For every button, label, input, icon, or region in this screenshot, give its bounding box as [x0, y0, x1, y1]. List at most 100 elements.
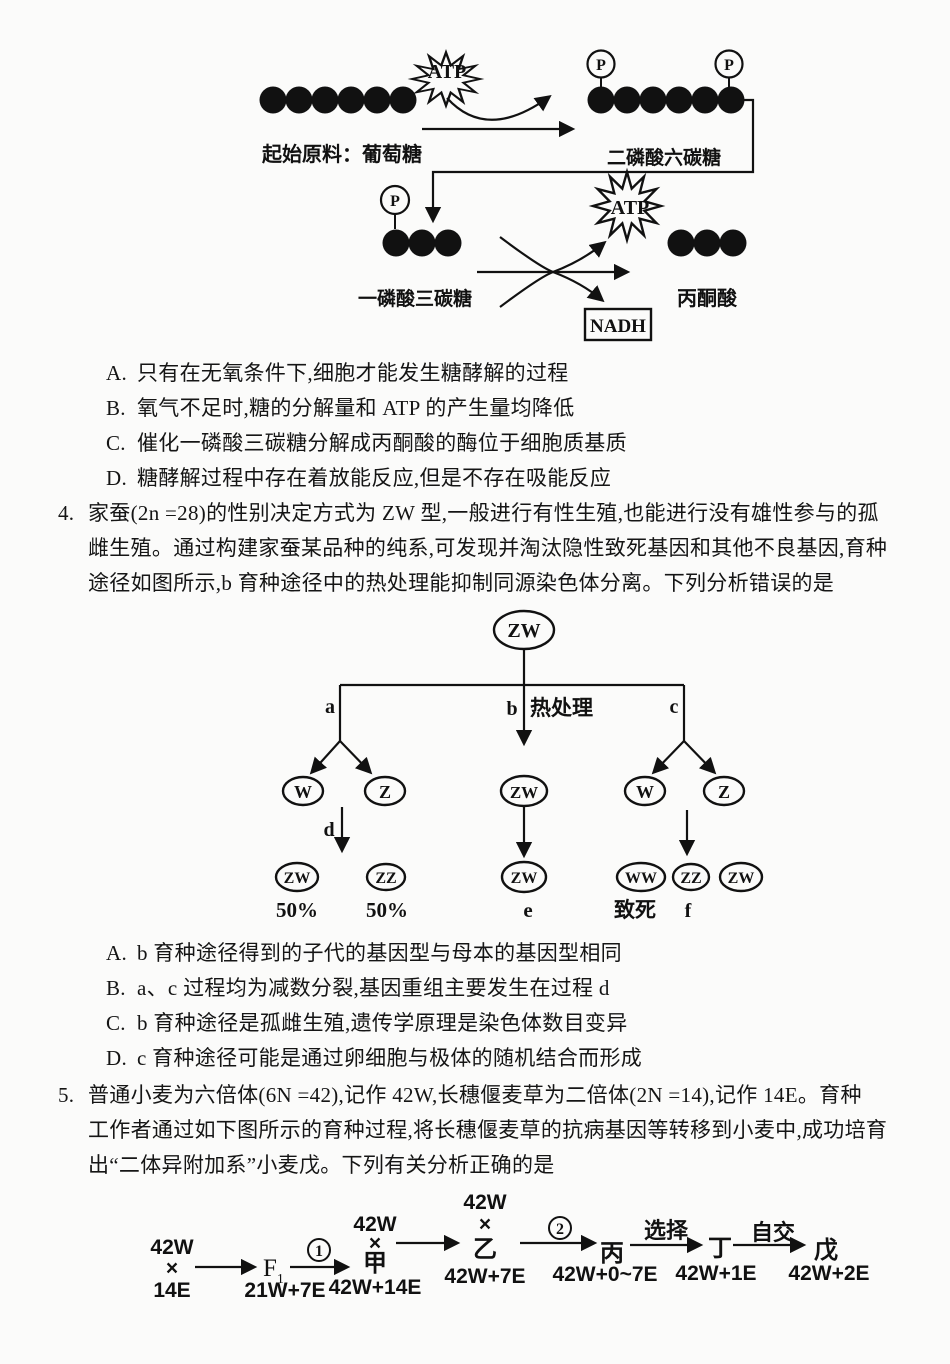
step1-badge: 1 [307, 1238, 331, 1262]
svg-text:甲: 甲 [363, 1251, 387, 1277]
option-b: B.a、c 过程均为减数分裂,基因重组主要发生在过程 d [106, 971, 642, 1006]
path-c-label: c [670, 696, 679, 718]
path-a-label: a [325, 696, 335, 718]
option-b: B.氧气不足时,糖的分解量和 ATP 的产生量均降低 [106, 391, 627, 426]
question-number: 4. [58, 501, 75, 525]
arrow-icon [683, 740, 717, 775]
pyruvate-chain [667, 229, 747, 257]
svg-text:42W: 42W [150, 1236, 193, 1259]
step2-badge: 2 [548, 1216, 572, 1240]
q4-stem: 4.家蚕(2n =28)的性别决定方式为 ZW 型,一般进行有性生殖,也能进行没… [58, 496, 887, 601]
question-number: 5. [58, 1083, 75, 1107]
atp-burst-icon: ATP [407, 49, 485, 109]
option-text: 糖酵解过程中存在着放能反应,但是不存在吸能反应 [137, 466, 612, 490]
parent-cross-stack: 42W × 14E [150, 1236, 193, 1302]
ding-node: 丁 42W+1E [675, 1236, 756, 1285]
nadh-box: NADH [583, 307, 653, 342]
svg-text:乙: 乙 [473, 1237, 497, 1263]
offspring-node: WW [615, 861, 667, 893]
option-label: A. [106, 941, 128, 965]
svg-text:14E: 14E [153, 1279, 190, 1302]
phosphate-label: P [596, 57, 606, 74]
offspring-node: ZW [500, 860, 548, 894]
cross-symbol: × [369, 1232, 381, 1255]
option-c: C. b 育种途径是孤雌生殖,遗传学原理是染色体数目变异 [106, 1006, 642, 1041]
svg-text:ZZ: ZZ [680, 870, 701, 887]
phosphate-label: P [724, 57, 734, 74]
option-label: B. [106, 976, 126, 1000]
f1-node: F1 21W+7E [244, 1255, 325, 1302]
bing-node: 丙 42W+0~7E [552, 1241, 657, 1286]
svg-text:Z: Z [379, 782, 391, 802]
curve-to-nadh-icon [499, 236, 605, 303]
glycolysis-diagram: ATP 起始原料：葡萄糖 P P 二磷酸六碳糖 P 一磷酸三碳糖 [259, 49, 755, 342]
option-label: D. [106, 466, 128, 490]
svg-text:ZW: ZW [284, 870, 311, 887]
stem-line: 雌生殖。通过构建家蚕某品种的纯系,可发现并淘汰隐性致死基因和其他不良基因,育种 [88, 536, 888, 560]
e-label: e [523, 898, 532, 922]
svg-text:Z: Z [718, 782, 730, 802]
glucose-label: 起始原料：葡萄糖 [261, 142, 422, 166]
heat-treatment-label: 热处理 [530, 696, 593, 720]
option-label: A. [106, 361, 128, 385]
parent-node: ZW [492, 609, 556, 651]
option-a: A.只有在无氧条件下,细胞才能发生糖酵解的过程 [106, 356, 627, 391]
hexose-bisphosphate-chain: P P [586, 49, 745, 114]
option-text: c 育种途径可能是通过卵细胞与极体的随机结合而形成 [137, 1046, 643, 1070]
q3-options: A.只有在无氧条件下,细胞才能发生糖酵解的过程 B.氧气不足时,糖的分解量和 A… [106, 356, 627, 496]
option-c: C.催化一磷酸三碳糖分解成丙酮酸的酶位于细胞质基质 [106, 426, 627, 461]
selfing-label: 自交 [751, 1220, 795, 1245]
option-d: D. 糖酵解过程中存在着放能反应,但是不存在吸能反应 [106, 461, 627, 496]
f-label: f [685, 900, 692, 922]
yi-stack: 42W × 乙 42W+7E [444, 1191, 525, 1288]
svg-text:W: W [636, 782, 654, 802]
arrow-icon [309, 740, 341, 775]
gamete-node: Z [702, 775, 746, 807]
option-text: b 育种途径是孤雌生殖,遗传学原理是染色体数目变异 [137, 1011, 628, 1035]
option-d: D.c 育种途径可能是通过卵细胞与极体的随机结合而形成 [106, 1041, 642, 1076]
svg-text:2: 2 [556, 1221, 564, 1238]
arrow-icon [651, 740, 685, 775]
b-offspring-node: ZW [499, 774, 549, 808]
percent-label: 50% [276, 898, 318, 922]
svg-text:42W+1E: 42W+1E [675, 1262, 756, 1285]
offspring-node: ZW [718, 861, 764, 893]
option-label: C. [106, 1011, 126, 1035]
svg-text:ZW: ZW [510, 783, 538, 802]
atp-label: ATP [428, 61, 467, 83]
triose-label: 一磷酸三碳糖 [358, 287, 472, 310]
phosphate-label: P [390, 193, 400, 210]
option-text: b 育种途径得到的子代的基因型与母本的基因型相同 [137, 941, 622, 965]
svg-text:21W+7E: 21W+7E [244, 1279, 325, 1302]
pyruvate-label: 丙酮酸 [677, 286, 738, 310]
select-label: 选择 [644, 1218, 689, 1243]
svg-text:W: W [294, 782, 312, 802]
curve-to-atp-icon [499, 240, 607, 308]
path-b-label: b [506, 698, 517, 720]
q5-stem: 5.普通小麦为六倍体(6N =42),记作 42W,长穗偃麦草为二倍体(2N =… [58, 1078, 887, 1183]
svg-text:ZW: ZW [511, 870, 538, 887]
coupled-reaction-curve-icon [446, 95, 552, 121]
stem-line: 出“二体异附加系”小麦戊。下列有关分析正确的是 [88, 1153, 555, 1177]
silkworm-breeding-diagram: ZW a b 热处理 c W Z ZW W Z [274, 609, 764, 922]
stem-line: 途径如图所示,b 育种途径中的热处理能抑制同源染色体分离。下列分析错误的是 [88, 571, 835, 595]
svg-text:ZW: ZW [728, 870, 755, 887]
option-text: 氧气不足时,糖的分解量和 ATP 的产生量均降低 [137, 396, 575, 420]
gamete-node: Z [363, 775, 407, 807]
path-d-label: d [323, 819, 334, 841]
gamete-node: W [281, 775, 325, 807]
svg-text:42W+0~7E: 42W+0~7E [552, 1263, 657, 1286]
jia-stack: 42W × 甲 42W+14E [329, 1213, 422, 1299]
offspring-node: ZW [274, 861, 320, 893]
svg-text:42W: 42W [353, 1213, 396, 1236]
wu-node: 戊 42W+2E [788, 1237, 869, 1285]
svg-text:丁: 丁 [708, 1236, 732, 1262]
glucose-chain [259, 86, 417, 114]
svg-text:丙: 丙 [600, 1241, 624, 1267]
svg-text:42W+14E: 42W+14E [329, 1276, 422, 1299]
hexose-label: 二磷酸六碳糖 [607, 146, 721, 169]
stem-line: 4.家蚕(2n =28)的性别决定方式为 ZW 型,一般进行有性生殖,也能进行没… [58, 496, 887, 531]
offspring-node: ZZ [365, 862, 407, 892]
svg-text:ZW: ZW [507, 620, 540, 642]
svg-text:42W+2E: 42W+2E [788, 1262, 869, 1285]
